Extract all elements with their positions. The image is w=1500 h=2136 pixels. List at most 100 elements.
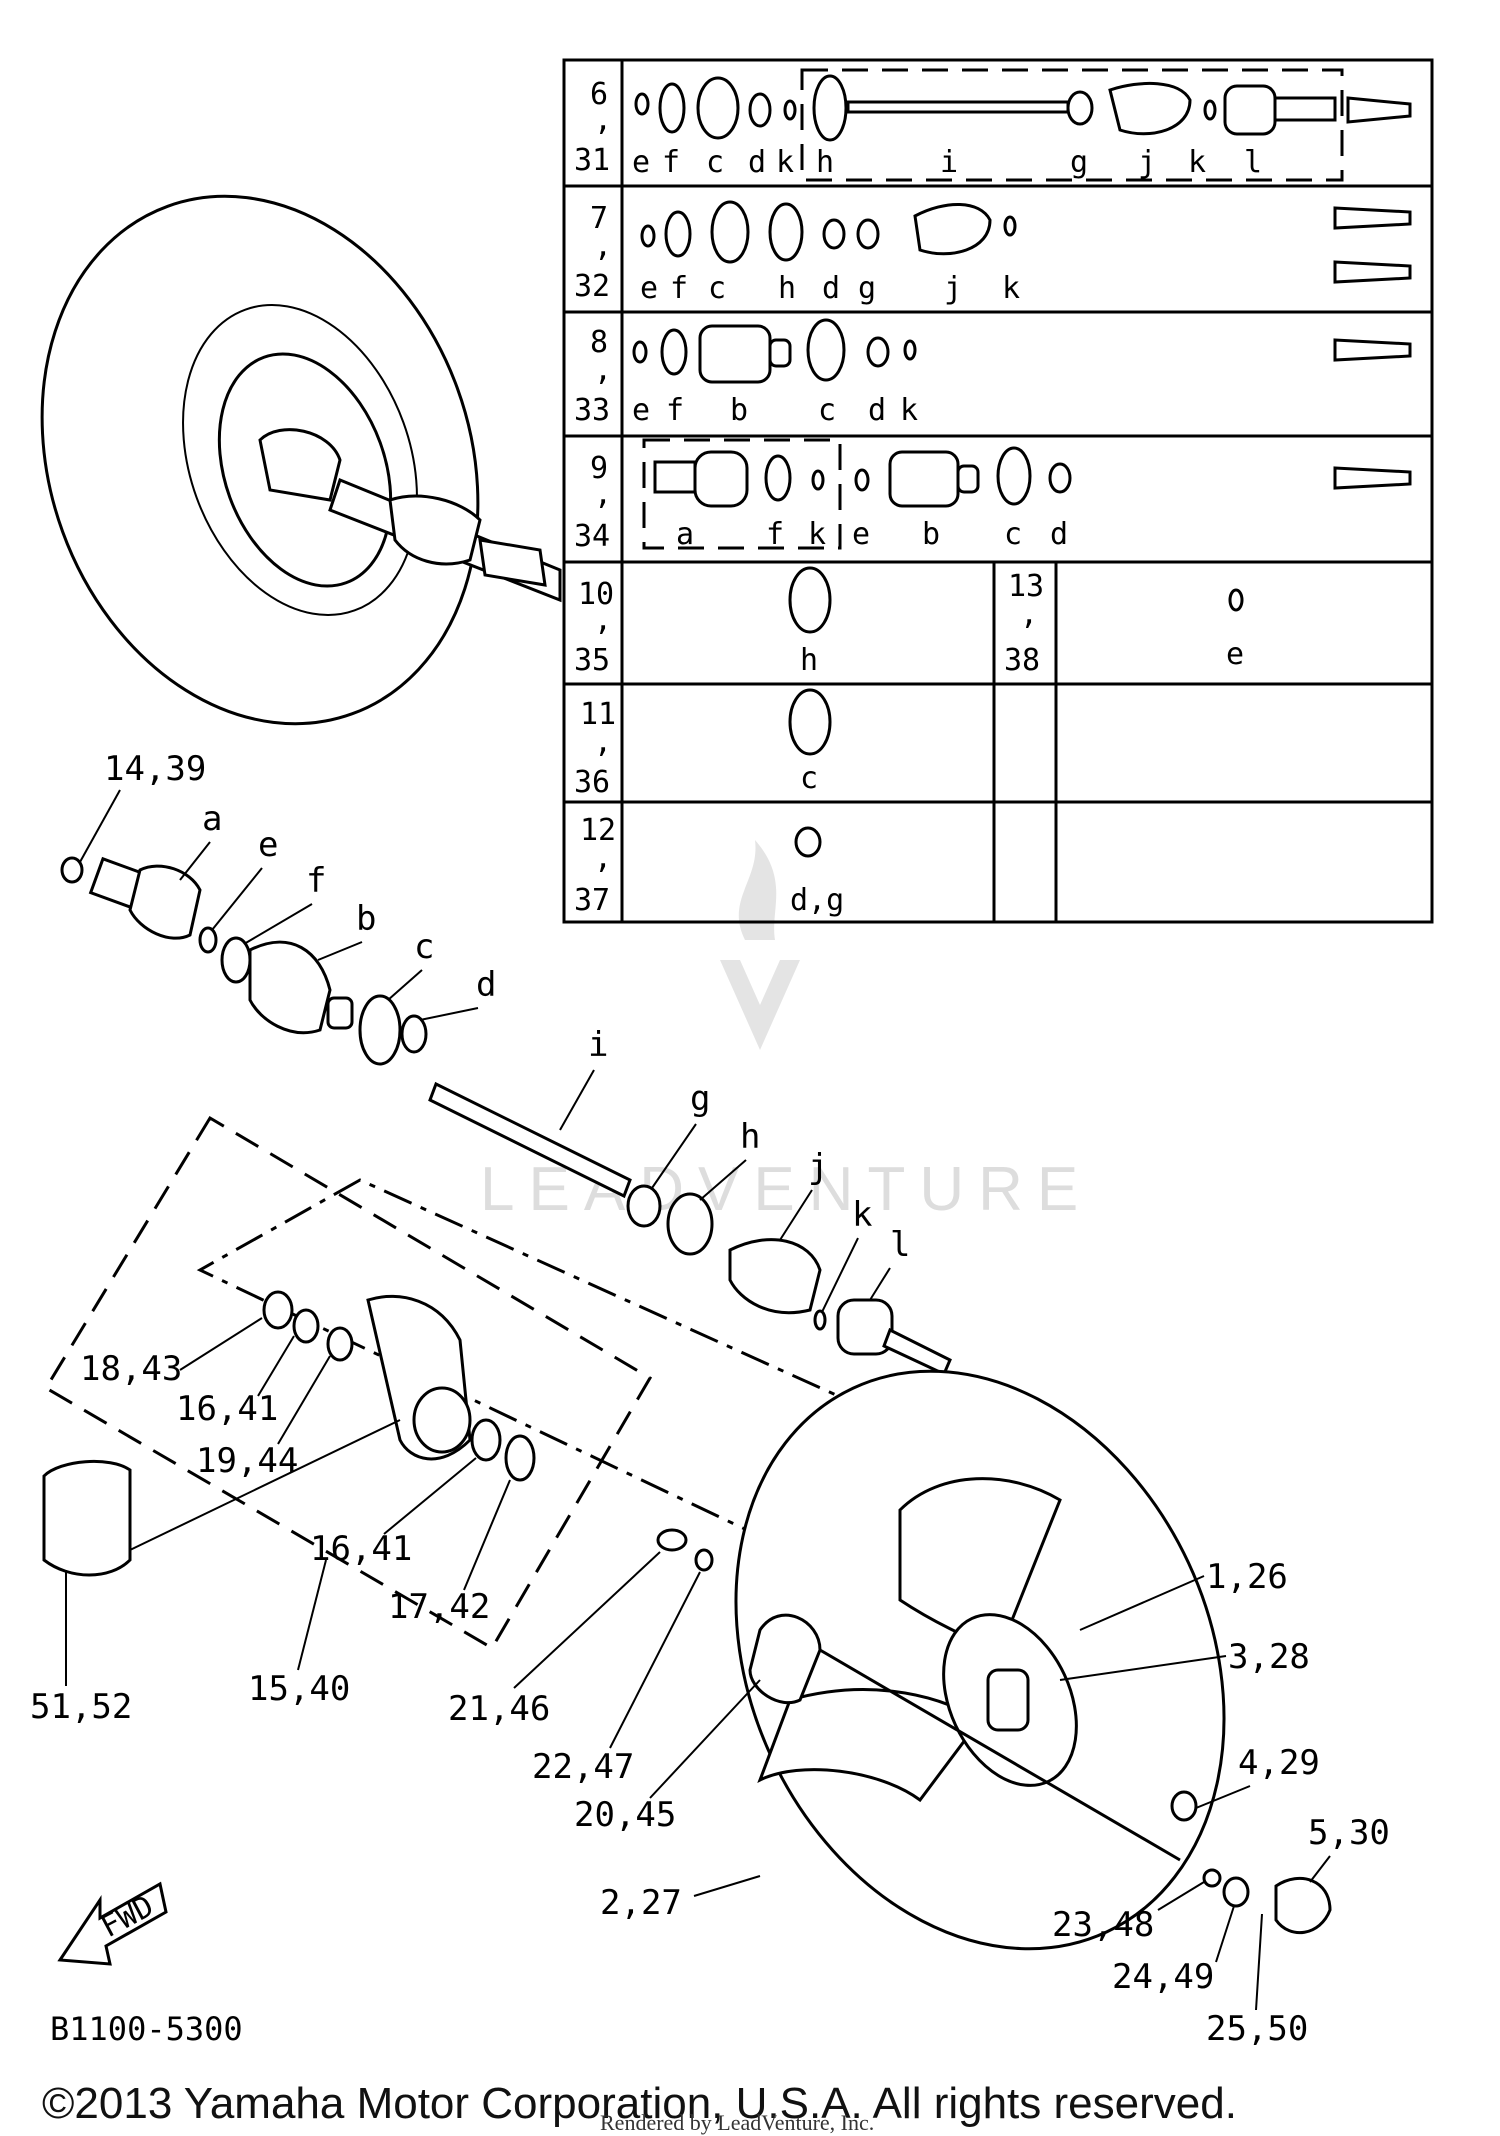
row-key-top: 6 — [590, 77, 608, 112]
svg-text:e: e — [852, 517, 870, 552]
callout: 3,28 — [1228, 1637, 1310, 1677]
callout: e — [258, 825, 278, 865]
svg-text:c: c — [800, 761, 818, 796]
drive-shaft-exploded — [60, 856, 952, 1377]
svg-text:38: 38 — [1004, 643, 1040, 678]
svg-text:d: d — [822, 271, 840, 306]
svg-text:36: 36 — [574, 765, 610, 800]
callout: h — [740, 1117, 760, 1157]
table-row-6-31: 6 , 31 e f c d k h i g j k l — [574, 74, 1412, 180]
callout: 17,42 — [388, 1587, 490, 1627]
row-key-bottom: 31 — [574, 143, 610, 178]
callout: 20,45 — [574, 1795, 676, 1835]
letter: k — [1188, 145, 1206, 180]
svg-text:11: 11 — [580, 697, 616, 732]
table-row-9-34: 9 , 34 a f k e b c d — [574, 446, 1412, 554]
knuckle-kit-frame — [43, 1115, 653, 1651]
knuckle-guard — [42, 1459, 132, 1577]
callout: d — [476, 965, 496, 1005]
callout: 2,27 — [600, 1883, 682, 1923]
callout: l — [890, 1225, 910, 1265]
callout: b — [356, 899, 376, 939]
svg-text:,: , — [594, 229, 612, 264]
svg-text:,: , — [594, 353, 612, 388]
callout: i — [588, 1025, 608, 1065]
svg-text:f: f — [766, 517, 784, 552]
svg-text:f: f — [670, 271, 688, 306]
letter: i — [940, 145, 958, 180]
svg-text:c: c — [708, 271, 726, 306]
steering-knuckle — [262, 1290, 536, 1482]
svg-text:d: d — [1050, 517, 1068, 552]
svg-text:g: g — [858, 271, 876, 306]
letter: f — [662, 145, 680, 180]
svg-text:37: 37 — [574, 883, 610, 918]
letter: d — [748, 145, 766, 180]
svg-text:j: j — [944, 271, 962, 306]
table-row-10-35: 10 , 35 h 13 , 38 e — [574, 566, 1244, 678]
svg-text:a: a — [676, 517, 694, 552]
letter: j — [1138, 145, 1156, 180]
front-wheel-assembly-bottom — [656, 1369, 1332, 1951]
callout: 22,47 — [532, 1747, 634, 1787]
svg-text:k: k — [900, 393, 918, 428]
table-row-12-37: 12 , 37 d,g — [574, 813, 844, 918]
callout: 23,48 — [1052, 1905, 1154, 1945]
svg-text:,: , — [594, 725, 612, 760]
svg-text:c: c — [1004, 517, 1022, 552]
letter: e — [632, 145, 650, 180]
callout: j — [808, 1147, 828, 1187]
svg-text:,: , — [594, 603, 612, 638]
callout: 4,29 — [1238, 1743, 1320, 1783]
row-key-comma: , — [594, 103, 612, 138]
svg-text:b: b — [922, 517, 940, 552]
svg-text:e: e — [632, 393, 650, 428]
svg-text:34: 34 — [574, 519, 610, 554]
callouts: 14,39 a e f b c d i g h j k l 18,43 16,4… — [30, 749, 1390, 2049]
svg-text:c: c — [818, 393, 836, 428]
callout: 24,49 — [1112, 1957, 1214, 1997]
callout: 19,44 — [196, 1441, 298, 1481]
drawing-code: B1100-5300 — [50, 2010, 243, 2048]
callout: 25,50 — [1206, 2009, 1308, 2049]
callout: g — [690, 1079, 710, 1119]
svg-text:13: 13 — [1008, 569, 1044, 604]
callout: 5,30 — [1308, 1813, 1390, 1853]
svg-text:d,g: d,g — [790, 883, 844, 918]
callout: 16,41 — [176, 1389, 278, 1429]
kit-table — [562, 58, 1434, 924]
callout: k — [852, 1195, 872, 1235]
svg-text:35: 35 — [574, 643, 610, 678]
svg-text:,: , — [1020, 597, 1038, 632]
svg-text:f: f — [666, 393, 684, 428]
svg-text:8: 8 — [590, 325, 608, 360]
svg-text:k: k — [1002, 271, 1020, 306]
callout: 18,43 — [80, 1349, 182, 1389]
letter: l — [1244, 145, 1262, 180]
front-wheel-assembly-top — [40, 194, 562, 726]
copyright-notice: ©2013 Yamaha Motor Corporation, U.S.A. A… — [42, 2079, 1237, 2128]
svg-text:h: h — [778, 271, 796, 306]
callout: 21,46 — [448, 1689, 550, 1729]
table-row-11-36: 11 , 36 c — [574, 688, 832, 800]
callout: a — [202, 799, 222, 839]
callout: 14,39 — [104, 749, 206, 789]
callout: 16,41 — [310, 1529, 412, 1569]
svg-text:d: d — [868, 393, 886, 428]
svg-text:10: 10 — [578, 577, 614, 612]
table-row-7-32: 7 , 32 e f c h d g j k — [574, 200, 1412, 306]
svg-text:b: b — [730, 393, 748, 428]
svg-text:e: e — [1226, 637, 1244, 672]
svg-text:h: h — [800, 643, 818, 678]
letter: g — [1070, 145, 1088, 180]
svg-text:e: e — [640, 271, 658, 306]
svg-text:33: 33 — [574, 393, 610, 428]
letter: c — [706, 145, 724, 180]
svg-text:,: , — [594, 477, 612, 512]
callout: 51,52 — [30, 1687, 132, 1727]
callout: c — [414, 927, 434, 967]
fwd-arrow-icon: FWD — [57, 1881, 168, 1966]
callout: f — [306, 861, 326, 901]
letter: k — [776, 145, 794, 180]
